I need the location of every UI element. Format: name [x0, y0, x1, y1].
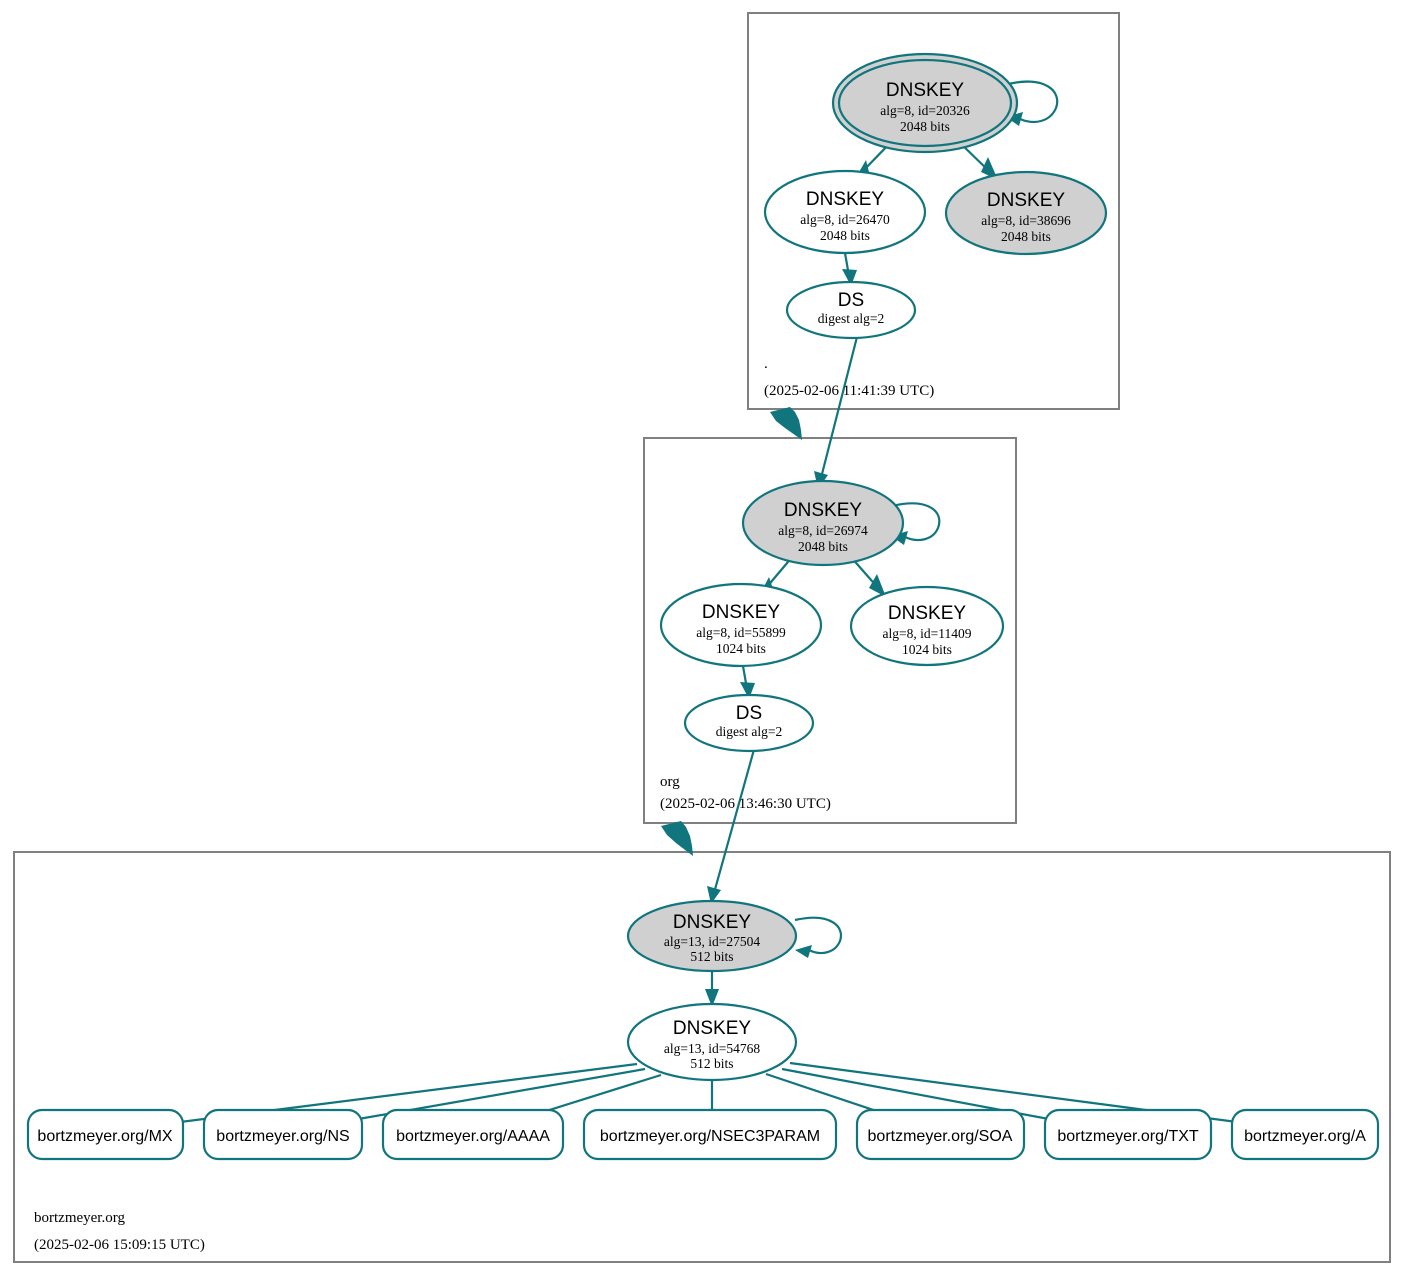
arrowhead-self-loop-root-ksk: [1006, 112, 1023, 126]
edge-self-loop-org-ksk: [891, 502, 941, 542]
rrset-label-aaaa: bortzmeyer.org/AAAA: [396, 1128, 550, 1145]
node-root-zsk-26470-title: DNSKEY: [806, 189, 884, 210]
rrset-box-txt[interactable]: [1043, 1108, 1213, 1161]
rrset-label-a: bortzmeyer.org/A: [1244, 1128, 1366, 1145]
arrowhead-self-loop-org-ksk: [891, 531, 908, 545]
node-org-ds-line2: digest alg=2: [716, 724, 782, 739]
arrowhead-org-ksk-to-zsk11409: [869, 574, 886, 597]
zone-box-bortzmeyer: [13, 851, 1391, 1263]
node-org-ds[interactable]: [683, 693, 815, 753]
node-root-ksk-title: DNSKEY: [886, 80, 964, 101]
node-root-zsk-26470-line2: alg=8, id=26470: [800, 212, 890, 227]
edge-org-ds-to-bz-ksk: [712, 745, 757, 894]
node-root-zsk-38696-line2: alg=8, id=38696: [981, 213, 1071, 228]
node-root-ksk-line3: 2048 bits: [900, 119, 950, 134]
node-org-zsk-11409-line3: 1024 bits: [902, 642, 952, 657]
delegation-arrow-root-to-org: [770, 407, 802, 440]
node-bz-zsk-title: DNSKEY: [673, 1018, 751, 1039]
rrset-label-nsec3param: bortzmeyer.org/NSEC3PARAM: [600, 1128, 820, 1145]
node-root-zsk-38696-line3: 2048 bits: [1001, 229, 1051, 244]
node-org-ds-title: DS: [736, 703, 762, 724]
node-bz-ksk-27504[interactable]: [626, 899, 798, 973]
node-org-zsk-55899-title: DNSKEY: [702, 602, 780, 623]
arrowhead-root-zsk-to-ds: [842, 269, 857, 286]
delegation-arrow-org-to-bortzmeyer: [661, 821, 693, 856]
rrset-box-nsec3param[interactable]: [582, 1108, 838, 1161]
zone-label-root: .: [764, 356, 768, 372]
rrset-label-ns: bortzmeyer.org/NS: [216, 1128, 349, 1145]
node-org-zsk-55899-line3: 1024 bits: [716, 641, 766, 656]
node-root-ds[interactable]: [785, 280, 917, 340]
node-org-zsk-11409-title: DNSKEY: [888, 603, 966, 624]
arrowhead-bz-ksk-to-zsk: [705, 989, 719, 1007]
node-org-zsk-55899-line2: alg=8, id=55899: [696, 625, 786, 640]
node-org-ksk-line2: alg=8, id=26974: [778, 523, 868, 538]
node-root-zsk-38696-title: DNSKEY: [987, 190, 1065, 211]
zone-timestamp-bortzmeyer: (2025-02-06 15:09:15 UTC): [34, 1237, 205, 1253]
edge-self-loop-bz-ksk: [794, 916, 843, 955]
node-root-ksk-line2: alg=8, id=20326: [880, 103, 970, 118]
rrset-box-aaaa[interactable]: [381, 1108, 565, 1161]
node-bz-zsk-line2: alg=13, id=54768: [664, 1041, 760, 1056]
edge-zsk-to-rrset-txt: [781, 1067, 1098, 1130]
zone-box-org: [643, 437, 1017, 824]
node-bz-zsk-54768[interactable]: [626, 1002, 798, 1082]
node-root-ds-title: DS: [838, 290, 864, 311]
node-org-ksk-line3: 2048 bits: [798, 539, 848, 554]
node-root-zsk-38696[interactable]: [944, 170, 1108, 256]
edge-self-loop-root-ksk: [1003, 80, 1059, 123]
rrset-box-soa[interactable]: [855, 1108, 1026, 1161]
node-org-ksk-26974[interactable]: [741, 479, 905, 567]
node-bz-zsk-line3: 512 bits: [690, 1056, 733, 1071]
rrset-label-mx: bortzmeyer.org/MX: [37, 1128, 172, 1145]
node-org-ksk-title: DNSKEY: [784, 500, 862, 521]
arrowhead-org-zsk-to-ds: [740, 682, 755, 699]
node-bz-ksk-title: DNSKEY: [673, 912, 751, 933]
node-root-zsk-26470[interactable]: [763, 169, 927, 255]
node-root-ds-line2: digest alg=2: [818, 311, 884, 326]
edge-root-ds-to-org-ksk: [819, 332, 860, 479]
zone-label-bortzmeyer: bortzmeyer.org: [34, 1210, 125, 1226]
zone-timestamp-org: (2025-02-06 13:46:30 UTC): [660, 796, 831, 812]
zone-box-root: [747, 12, 1120, 410]
rrset-box-a[interactable]: [1230, 1108, 1380, 1161]
node-org-zsk-55899[interactable]: [659, 582, 823, 668]
rrset-box-mx[interactable]: [26, 1108, 185, 1161]
node-root-ksk-inner[interactable]: [837, 58, 1013, 148]
rrset-label-txt: bortzmeyer.org/TXT: [1057, 1128, 1199, 1145]
edge-zsk-to-rrset-ns: [306, 1067, 646, 1130]
node-bz-ksk-line3: 512 bits: [690, 949, 733, 964]
rrset-label-soa: bortzmeyer.org/SOA: [868, 1128, 1013, 1145]
arrowhead-org-ds-to-bz-ksk: [707, 886, 721, 904]
zone-label-org: org: [660, 774, 680, 790]
node-bz-ksk-line2: alg=13, id=27504: [664, 934, 760, 949]
arrowhead-self-loop-bz-ksk: [795, 945, 812, 958]
node-root-zsk-26470-line3: 2048 bits: [820, 228, 870, 243]
node-org-zsk-11409-line2: alg=8, id=11409: [883, 626, 972, 641]
rrset-box-ns[interactable]: [202, 1108, 364, 1161]
node-org-zsk-11409[interactable]: [849, 585, 1005, 667]
zone-timestamp-root: (2025-02-06 11:41:39 UTC): [764, 383, 934, 399]
